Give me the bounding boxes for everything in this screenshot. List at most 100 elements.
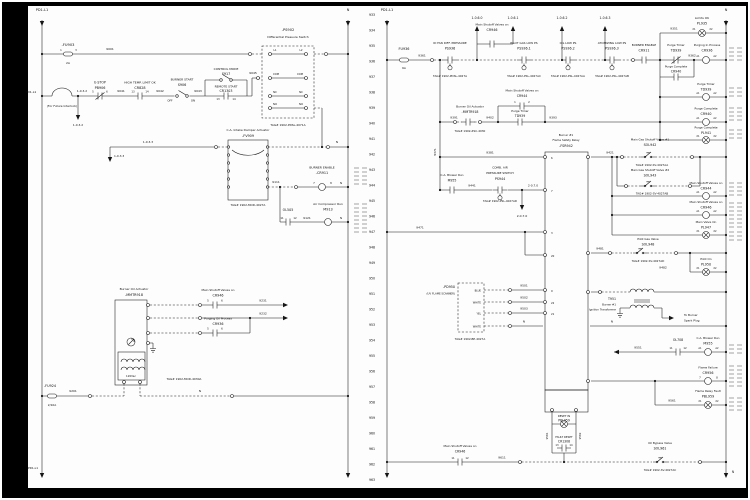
- rung-number: 950: [369, 277, 375, 281]
- junction-dot: [724, 58, 728, 62]
- wire-label: 9121: [303, 216, 311, 220]
- wire-label: 9201: [69, 389, 77, 393]
- label: Burner #1: [602, 303, 616, 307]
- id-CR940-coil: CR940: [701, 112, 712, 116]
- terminal: [586, 379, 590, 383]
- label: YEL: [477, 312, 482, 316]
- terminal: [248, 52, 252, 56]
- id-PL935: PL935: [697, 22, 707, 26]
- xref-ticks: [729, 87, 742, 97]
- sheet-ref-label: 1-0.6.2: [557, 16, 568, 20]
- label: 20: [551, 254, 555, 258]
- terminal: [266, 177, 269, 181]
- junction-dot: [438, 155, 442, 159]
- label: Spark Plug: [684, 319, 700, 323]
- id-PBL959: PBL959: [702, 395, 714, 399]
- id-SOL943: SOL943: [644, 174, 657, 178]
- id-FSR942: -FSR942: [559, 144, 573, 148]
- terminal: [198, 331, 202, 335]
- label: N: [336, 140, 338, 144]
- label: CR946: [455, 450, 466, 454]
- rung-number: 936: [369, 60, 375, 64]
- wire-label: 9482: [659, 266, 667, 270]
- junction-dot: [724, 460, 728, 464]
- label: X1: [698, 400, 702, 403]
- label: NO: [299, 102, 303, 106]
- terminal: [214, 145, 218, 149]
- wire-label: 9232: [259, 312, 267, 316]
- label: ID FAN DIFF. PRESSURE: [433, 41, 467, 45]
- junction-dot: [610, 155, 614, 159]
- terminal: [543, 230, 547, 234]
- label: 12: [465, 456, 469, 460]
- junction-dot: [385, 230, 389, 234]
- tag-PS936-1: TAG# 1902-PSL-4027AC: [506, 74, 541, 78]
- label: 6: [551, 156, 553, 160]
- id-CR911: -CR911: [316, 171, 328, 175]
- junction-dot: [724, 213, 728, 217]
- label: 1: [514, 100, 516, 104]
- wiring-left-sheet: [41, 20, 349, 476]
- terminal: [268, 52, 272, 56]
- terminal: [688, 184, 692, 188]
- rail-label-right-n: N: [725, 8, 728, 12]
- wire-label: 9371: [433, 148, 437, 156]
- label: CR946: [213, 294, 224, 298]
- id-PL947: PL947: [701, 226, 711, 230]
- label: 7: [699, 376, 701, 380]
- terminal: [268, 106, 272, 110]
- terminal: [698, 460, 702, 464]
- label: X2: [713, 267, 717, 270]
- terminal: [543, 155, 547, 159]
- label: (For Future Interlock): [47, 104, 77, 108]
- PS902-enclosure: [261, 45, 315, 119]
- terminal: [631, 58, 635, 62]
- label: Flame Relay Fault: [695, 389, 721, 393]
- label: A2: [713, 92, 717, 95]
- wire-label: 9481: [596, 247, 604, 251]
- label: X1: [696, 267, 700, 270]
- label: COM: [273, 72, 279, 76]
- FV909-damper-curve: [231, 149, 265, 156]
- rung-number: 957: [369, 385, 375, 389]
- label: X2: [713, 230, 717, 233]
- label: COMB. AIR: [492, 166, 507, 170]
- terminal: [227, 177, 230, 181]
- wire-label: 9582: [578, 432, 582, 439]
- label: 2/10A: [48, 403, 56, 407]
- tag-PS936: TAG# 1902-PDSL-4027A: [432, 74, 467, 78]
- label: Purge Complete: [665, 65, 688, 69]
- junction-dot: [346, 220, 350, 224]
- label: TD939: [514, 114, 526, 118]
- junction-dot: [438, 120, 442, 124]
- rail-label-right-l1: PD1-L1: [381, 8, 393, 12]
- tag-SOL961: TAG# 1902-SV-4027AC: [643, 468, 676, 472]
- terminal: [324, 52, 328, 56]
- terminal: [266, 145, 269, 149]
- label: E-STOP: [94, 81, 106, 85]
- junction-dot: [40, 394, 44, 398]
- label: A1: [696, 117, 700, 120]
- label: A2: [713, 55, 717, 58]
- rung-number: 939: [369, 106, 375, 110]
- id-CR936-coil: CR936: [702, 49, 713, 53]
- junction-dot: [278, 185, 282, 189]
- rung-number: 952: [369, 308, 375, 312]
- junction-dot: [724, 233, 728, 237]
- rung-number: 940: [369, 122, 375, 126]
- terminal: [543, 311, 547, 315]
- terminal: [227, 153, 230, 157]
- label: A1: [696, 92, 700, 95]
- label: Main Gas Shutoff Valve #1: [631, 138, 670, 142]
- label: Purge Complete: [694, 107, 717, 111]
- wiring-right-sheet: [386, 20, 727, 476]
- label: ATOMIZING LOW PS: [598, 41, 627, 45]
- junction-dot: [385, 460, 389, 464]
- label: 6: [221, 327, 223, 331]
- terminal: [518, 460, 522, 464]
- label: BURNER START: [171, 78, 194, 82]
- label: CR946: [487, 28, 498, 32]
- label: 7: [551, 189, 553, 193]
- rung-number: 942: [369, 153, 375, 157]
- junction-dot: [688, 251, 692, 255]
